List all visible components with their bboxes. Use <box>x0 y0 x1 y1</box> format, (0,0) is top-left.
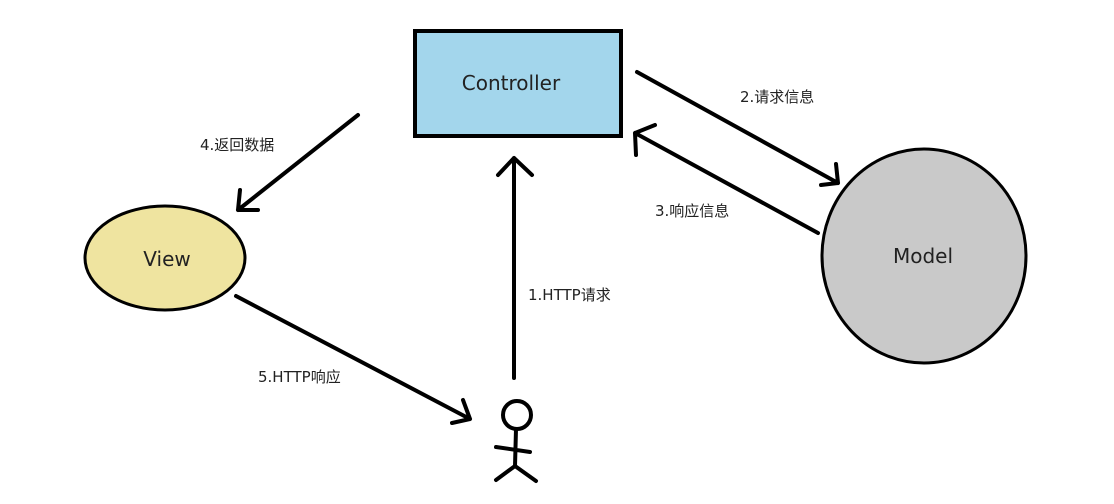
arrow-icon <box>236 113 360 212</box>
edge-request-info: 2.请求信息 <box>635 70 840 187</box>
controller-box <box>413 29 623 138</box>
model-circle <box>820 147 1028 365</box>
edge-return-data: 4.返回数据 <box>200 113 360 212</box>
arrow-icon <box>633 123 820 235</box>
http-request-label: 1.HTTP请求 <box>528 286 611 304</box>
view-label: View <box>143 247 190 271</box>
edge-http-response: 5.HTTP响应 <box>234 294 472 425</box>
user-stick-figure-icon <box>494 399 538 483</box>
arrow-up-icon <box>496 156 534 380</box>
http-response-label: 5.HTTP响应 <box>258 368 341 386</box>
view-node: View <box>83 204 247 312</box>
arrow-icon <box>635 70 840 187</box>
edge-http-request: 1.HTTP请求 <box>496 156 611 380</box>
view-ellipse <box>83 204 247 312</box>
request-info-label: 2.请求信息 <box>740 88 814 106</box>
model-label: Model <box>893 244 953 268</box>
controller-node: Controller <box>413 29 623 138</box>
return-data-label: 4.返回数据 <box>200 136 274 154</box>
response-info-label: 3.响应信息 <box>655 202 729 220</box>
model-node: Model <box>820 147 1028 365</box>
arrow-icon <box>234 294 472 425</box>
edge-response-info: 3.响应信息 <box>633 123 820 235</box>
controller-label: Controller <box>462 71 561 95</box>
